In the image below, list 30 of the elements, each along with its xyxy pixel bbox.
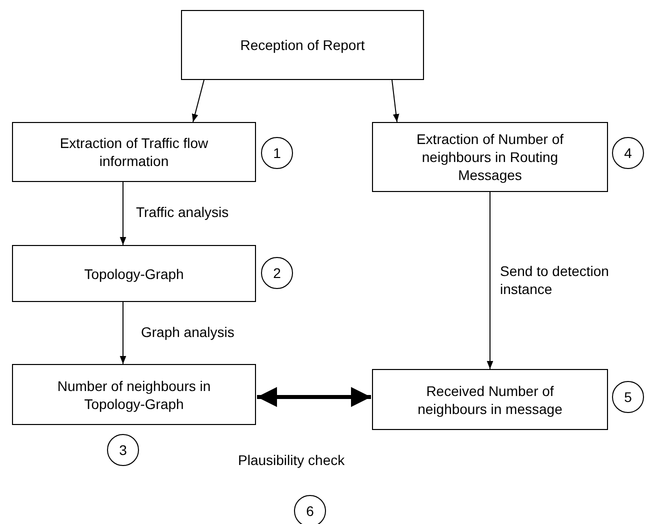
arrow	[120, 182, 126, 246]
numbered-circle	[261, 137, 293, 169]
step-number: 1	[273, 145, 281, 161]
box-label: Topology-Graph	[84, 264, 184, 282]
box-label: Number of neighbours in Topology-Graph	[56, 376, 212, 412]
process-box	[181, 10, 424, 80]
numbered-circle	[612, 137, 644, 169]
process-box	[12, 364, 256, 425]
arrow	[392, 80, 400, 122]
arrow	[192, 80, 204, 122]
step-number: 5	[624, 389, 632, 405]
numbered-circle	[107, 434, 139, 466]
step-number: 3	[119, 442, 127, 458]
process-box	[372, 369, 608, 430]
arrow	[120, 302, 126, 364]
box-label: Extraction of Number of neighbours in Routing Messages	[415, 130, 565, 184]
process-box	[12, 245, 256, 302]
box-label: Reception of Report	[240, 36, 365, 54]
box-label: Extraction of Traffic flow information	[58, 134, 210, 170]
step-number: 4	[624, 145, 632, 161]
arrow	[257, 387, 371, 407]
step-number: 6	[306, 503, 314, 519]
step-number: 2	[273, 265, 281, 281]
box-label: Received Number of neighbours in message	[416, 382, 564, 418]
arrow	[486, 192, 494, 370]
process-box	[12, 122, 256, 182]
process-box	[372, 122, 608, 192]
numbered-circle	[261, 257, 293, 289]
numbered-circle	[294, 495, 326, 524]
numbered-circle	[612, 381, 644, 413]
